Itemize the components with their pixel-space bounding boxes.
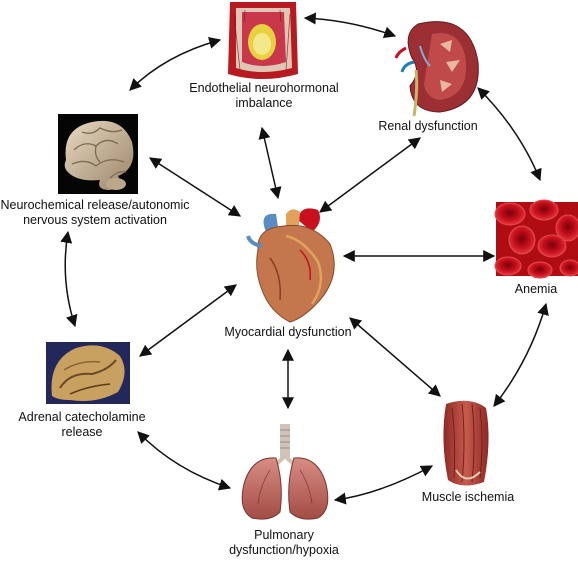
brain-icon bbox=[58, 114, 138, 194]
arrows bbox=[60, 12, 549, 505]
arrow-myocardial-muscle bbox=[349, 317, 441, 397]
label-adrenal: Adrenal catecholamine release bbox=[18, 410, 146, 439]
arrow-endothelial-renal bbox=[303, 12, 397, 39]
label-renal: Renal dysfunction bbox=[378, 119, 478, 133]
arrow-neuro-endothelial bbox=[129, 37, 222, 91]
label-anemia: Anemia bbox=[514, 282, 558, 296]
arrow-myocardial-adrenal bbox=[139, 284, 237, 357]
arrow-anemia-muscle bbox=[493, 302, 549, 407]
adrenal-gland-icon bbox=[46, 342, 130, 404]
lungs-icon bbox=[241, 424, 329, 520]
arrow-neuro-adrenal bbox=[60, 230, 78, 328]
arrow-endothelial-myocardial bbox=[258, 126, 282, 200]
arrow-myocardial-renal bbox=[319, 137, 421, 213]
arrow-adrenal-pulmonary bbox=[137, 431, 232, 491]
arrow-renal-anemia bbox=[477, 87, 542, 182]
label-neuro: Neurochemical release/autonomic nervous … bbox=[0, 198, 190, 227]
label-muscle: Muscle ischemia bbox=[421, 490, 515, 504]
muscle-icon bbox=[440, 400, 490, 486]
label-pulmonary: Pulmonary dysfunction/hypoxia bbox=[229, 528, 339, 557]
kidney-icon bbox=[394, 21, 479, 117]
heart-icon bbox=[246, 208, 335, 323]
label-myocardial: Myocardial dysfunction bbox=[224, 325, 352, 339]
red-blood-cells-icon bbox=[494, 199, 578, 279]
arrow-neuro-myocardial bbox=[148, 157, 242, 217]
label-endothelial: Endothelial neurohormonal imbalance bbox=[189, 81, 339, 110]
arrow-pulmonary-muscle bbox=[333, 465, 434, 505]
artery-cross-section-icon bbox=[226, 0, 298, 79]
